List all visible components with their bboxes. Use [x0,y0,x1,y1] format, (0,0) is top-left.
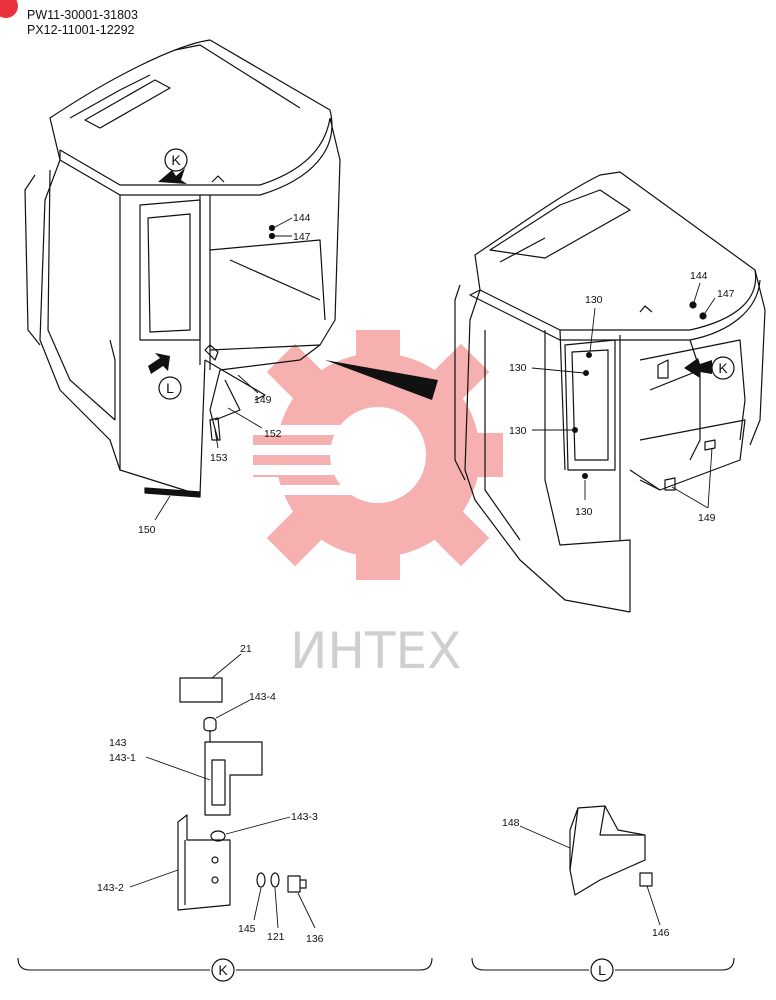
filled-arrow-icon [158,168,187,184]
callout-150: 150 [138,524,156,536]
callout-153: 153 [210,452,228,464]
callout-121: 121 [267,931,285,943]
callout-149-rear: 149 [698,512,716,524]
view-k-label: K [171,152,181,168]
bottom-brackets [17,957,735,971]
view-k-marker-rear [711,356,735,380]
bolt-130-set [572,352,592,479]
watermark-text: ИНТЕХ [290,622,461,680]
callout-148: 148 [502,817,520,829]
callout-130-c: 130 [509,425,527,437]
callout-130-d: 130 [575,506,593,518]
callout-144-main: 144 [293,212,311,224]
filled-arrow-icon [684,358,712,378]
callout-147-main: 147 [293,231,311,243]
detail-k-marker [211,958,235,982]
detail-l-label: L [598,962,606,978]
model-range-2: PX12-11001-12292 [27,23,135,37]
callout-130-a: 130 [585,294,603,306]
detail-k-label: K [218,962,228,978]
callout-146: 146 [652,927,670,939]
cab-main-view [24,39,341,498]
detail-l [569,805,653,896]
view-l-marker [158,376,182,400]
callout-130-b: 130 [509,362,527,374]
view-k-marker [164,148,188,172]
callout-143-4: 143-4 [249,691,276,703]
detail-k-leaders [129,653,316,929]
main-leader-lines [154,217,293,521]
detail-l-leaders [519,825,661,926]
callout-145: 145 [238,923,256,935]
detail-k [177,677,307,911]
callout-149-main: 149 [254,394,272,406]
view-k-label-rear: K [718,360,728,376]
callout-147-rear: 147 [717,288,735,300]
model-range-1: PW11-30001-31803 [27,8,138,22]
cab-rear-view [454,171,766,613]
view-l-label: L [166,380,174,396]
callout-152: 152 [264,428,282,440]
callout-143-2: 143-2 [97,882,124,894]
callout-143-3: 143-3 [291,811,318,823]
corner-logo-icon [0,0,18,18]
detail-l-marker [590,958,614,982]
filled-arrow-icon [148,353,170,374]
callout-21: 21 [240,643,252,655]
callout-136: 136 [306,933,324,945]
callout-143: 143 [109,737,127,749]
watermark [240,330,503,580]
pointer-wedge [325,360,438,400]
rear-leader-lines [531,282,716,509]
callout-144-rear: 144 [690,270,708,282]
callout-143-1: 143-1 [109,752,136,764]
